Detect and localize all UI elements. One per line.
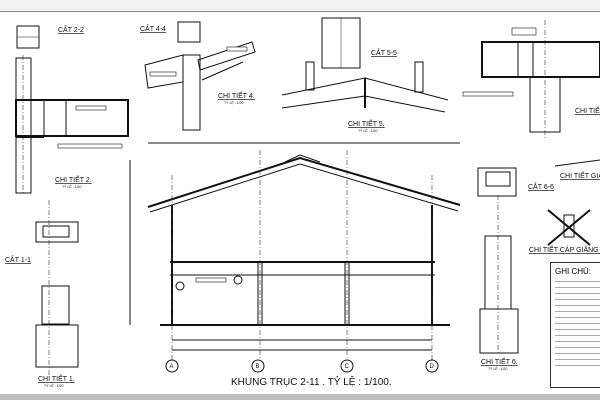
label-chi-tiet-1: CHI TIẾT 1. xyxy=(38,373,75,383)
scale-ct4: TỶ LỆ : 1/20 xyxy=(224,100,244,105)
detail-3: CHI TIẾT xyxy=(462,20,600,140)
label-chi-tiet-3: CHI TIẾT xyxy=(575,105,600,115)
viewer-top-bar xyxy=(0,0,600,12)
label-chi-tiet-5: CHI TIẾT 5. xyxy=(348,118,385,128)
detail-2: CẮT 2-2 CHI TIẾT 2. TỶ LỆ : 1/20 xyxy=(15,25,129,195)
scale-ct1: TỶ LỆ : 1/20 xyxy=(44,383,64,388)
main-frame-elevation xyxy=(129,142,461,360)
bracing-details: CHI TIẾT GIẰNG CHI TIẾT CÁP GIẰNG MÁI CÁ xyxy=(529,159,600,254)
label-chi-tiet-6: CHI TIẾT 6. xyxy=(481,356,518,366)
label-chi-tiet-2: CHI TIẾT 2. xyxy=(55,174,92,184)
axis-a: A xyxy=(170,364,174,370)
axis-b: B xyxy=(256,364,260,370)
label-chi-tiet-giang: CHI TIẾT GIẰNG xyxy=(560,170,600,180)
grid-axis-markers: A B C D xyxy=(165,359,439,373)
label-cat-5-5: CẮT 5-5 xyxy=(371,48,397,57)
notes-title: GHI CHÚ: xyxy=(555,267,591,276)
label-cat-1-1: CẮT 1-1 xyxy=(5,255,31,264)
detail-6: CẮT 6-6 CHI TIẾT 6. TỶ LỆ : 1/20 xyxy=(477,167,554,371)
detail-1: CẮT 1-1 CHI TIẾT 1. TỶ LỆ : 1/20 xyxy=(5,200,79,388)
notes-box: GHI CHÚ: xyxy=(550,262,600,388)
axis-c: C xyxy=(345,364,350,370)
scale-ct5: TỶ LỆ : 1/20 xyxy=(358,128,378,133)
viewer-bottom-bar xyxy=(0,394,600,400)
label-cat-6-6: CẮT 6-6 xyxy=(528,182,554,191)
main-drawing-title: KHUNG TRỤC 2-11 . TỶ LỆ : 1/100. xyxy=(231,375,392,388)
label-chi-tiet-4: CHI TIẾT 4. xyxy=(218,90,255,100)
label-cat-2-2: CẮT 2-2 xyxy=(58,25,84,34)
scale-ct2: TỶ LỆ : 1/20 xyxy=(62,184,82,189)
label-cat-4-4: CẮT 4-4 xyxy=(140,24,166,33)
detail-5: CẮT 5-5 CHI TIẾT 5. TỶ LỆ : 1/20 xyxy=(281,17,449,133)
scale-ct6: TỶ LỆ : 1/20 xyxy=(488,366,508,371)
axis-d: D xyxy=(430,364,435,370)
detail-4: CẮT 4-4 CHI TIẾT 4. TỶ LỆ : 1/20 xyxy=(140,21,256,131)
label-chi-tiet-cap-giang: CHI TIẾT CÁP GIẰNG MÁI CÁ xyxy=(529,244,600,254)
